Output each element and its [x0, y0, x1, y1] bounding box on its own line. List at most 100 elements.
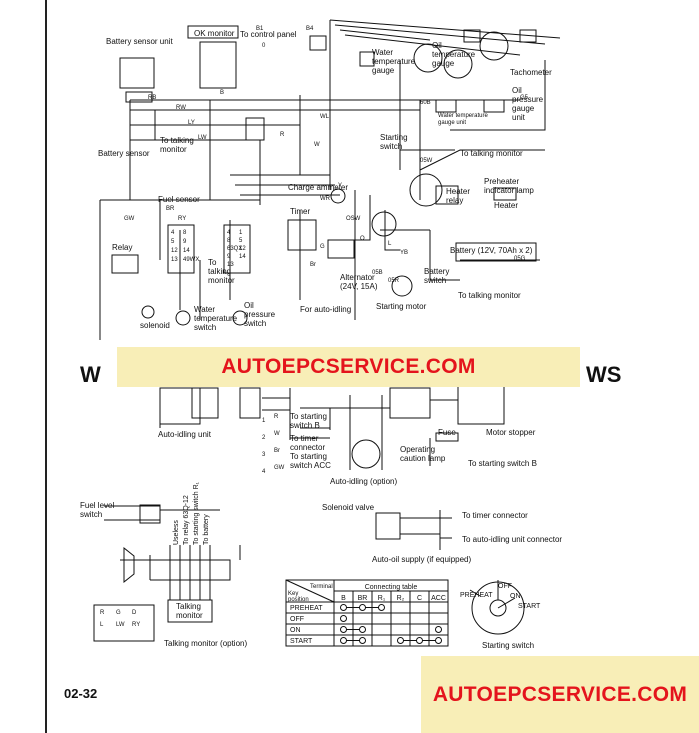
label-fuel-sensor: Fuel sensor	[158, 195, 200, 204]
label-solenoid-valve: Solenoid valve	[322, 503, 375, 512]
auto-idling-block	[159, 388, 458, 470]
relay-pin-label: 4	[171, 230, 175, 236]
table-key-label: Key	[288, 591, 298, 597]
label-starting-switch-bottom: Starting switch	[482, 641, 534, 650]
wire-code-label: WR	[320, 196, 331, 202]
table-column-header: B	[341, 595, 346, 602]
label-useless-line: To battery	[203, 514, 210, 545]
wire-code-label: YB	[400, 250, 408, 256]
relay2-pin-label: 1	[239, 230, 243, 236]
wire-code-label: G	[320, 244, 325, 250]
monitor-connector-pin: D	[132, 610, 137, 616]
label-to-control-panel: To control panel	[240, 30, 297, 39]
label-auto-idling-option: Auto-idling (option)	[330, 477, 397, 486]
label-auto-oil-supply: Auto-oil supply (if equipped)	[372, 555, 472, 564]
wire-code-label: B	[220, 90, 224, 96]
relay-pin-label: 13	[171, 257, 178, 263]
table-diagonal	[285, 579, 335, 603]
label-tachometer: Tachometer	[510, 68, 552, 77]
auto-idling-pin: 2	[262, 435, 266, 441]
starting-switch-dial	[469, 580, 516, 609]
label-useless-line: To starting switch R₁	[193, 481, 200, 545]
wire-code-label: LW	[198, 135, 207, 141]
label-to-timer-connector-2: To timer connector	[462, 511, 528, 520]
label-timer: Timer	[290, 207, 310, 216]
ghost-watermark-ghost_right: WS	[586, 362, 621, 387]
wire-code-label: GW	[124, 216, 135, 222]
table-connection-mark	[340, 604, 347, 611]
auto-idling-pin: 4	[262, 469, 266, 475]
table-connection-mark	[359, 637, 366, 644]
label-useless-line: Useless	[173, 520, 180, 545]
wire-code-label: O	[360, 236, 365, 242]
label-talking-monitor-option: Talking monitor (option)	[164, 639, 247, 648]
wire-code-label: Y	[338, 183, 342, 189]
relay-pin-label: 8	[183, 230, 187, 236]
watermark-banner-bottom: AUTOEPCSERVICE.COM	[421, 656, 699, 733]
components	[93, 25, 537, 642]
watermark-banner: AUTOEPCSERVICE.COM	[117, 347, 580, 387]
wire-code-label: Br	[310, 262, 316, 268]
auto-idling-wire-code: R	[274, 414, 279, 420]
table-column-header: C	[417, 595, 422, 602]
ghost-watermark-ghost_left: W	[80, 362, 101, 387]
wire-code-label: 05R	[388, 278, 400, 284]
table-row-key: OFF	[290, 616, 304, 623]
wire-code-label: RB	[148, 95, 156, 101]
label-battery: Battery (12V, 70Ah x 2)	[450, 246, 533, 255]
auto-oil-supply-circuit	[375, 510, 452, 550]
table-column-header: BR	[358, 595, 368, 602]
label-motor-stopper: Motor stopper	[486, 428, 536, 437]
table-connection-mark	[435, 626, 442, 633]
page-margin-line	[45, 0, 47, 733]
wire-code-label: BR	[166, 206, 175, 212]
relay-pin-label: 49WX	[183, 257, 199, 263]
monitor-connector-pin: RY	[132, 622, 140, 628]
label-to-talking-monitor-4: To talking monitor	[458, 291, 521, 300]
wire-code-label: L	[388, 241, 392, 247]
wire-code-label: LY	[188, 120, 195, 126]
label-useless-line: To relay 63Q-12	[183, 495, 190, 545]
relay-pin-label: 5	[171, 239, 175, 245]
relay2-pin-label: 14	[239, 254, 246, 260]
wire-code-label: 05W	[420, 158, 433, 164]
table-column-header: R₁	[378, 595, 386, 602]
wire-code-label: RW	[176, 105, 186, 111]
wire-code-label: WL	[320, 114, 330, 120]
label-ok-monitor: OK monitor	[194, 29, 235, 38]
label-to-starting-switch-b2: To starting switch B	[468, 459, 537, 468]
monitor-connector-pin: G	[116, 610, 121, 616]
table-connection-mark	[416, 637, 423, 644]
auto-idling-pin: 3	[262, 452, 266, 458]
wire-code-label: W	[314, 142, 320, 148]
label-battery-sensor-unit: Battery sensor unit	[106, 37, 173, 46]
table-column-header: R₂	[397, 595, 405, 602]
wire-code-label: 05B	[372, 270, 383, 276]
relay-pin-label: 12	[171, 248, 178, 254]
auto-idling-wire-code: Br	[274, 448, 280, 454]
table-connection-mark	[359, 604, 366, 611]
relay-pin-label: 14	[183, 248, 190, 254]
wire-code-label: OSW	[346, 216, 361, 222]
wire-code-label: G5	[520, 95, 529, 101]
auto-idling-pin: 1	[262, 418, 266, 424]
page-number: 02-32	[64, 686, 97, 701]
table-title: Connecting table	[365, 584, 418, 591]
relay2-pin-label: 12	[239, 246, 246, 252]
label-heater: Heater	[494, 201, 518, 210]
label-fuse: Fuse	[438, 428, 456, 437]
relay2-pin-label: 9	[227, 254, 231, 260]
